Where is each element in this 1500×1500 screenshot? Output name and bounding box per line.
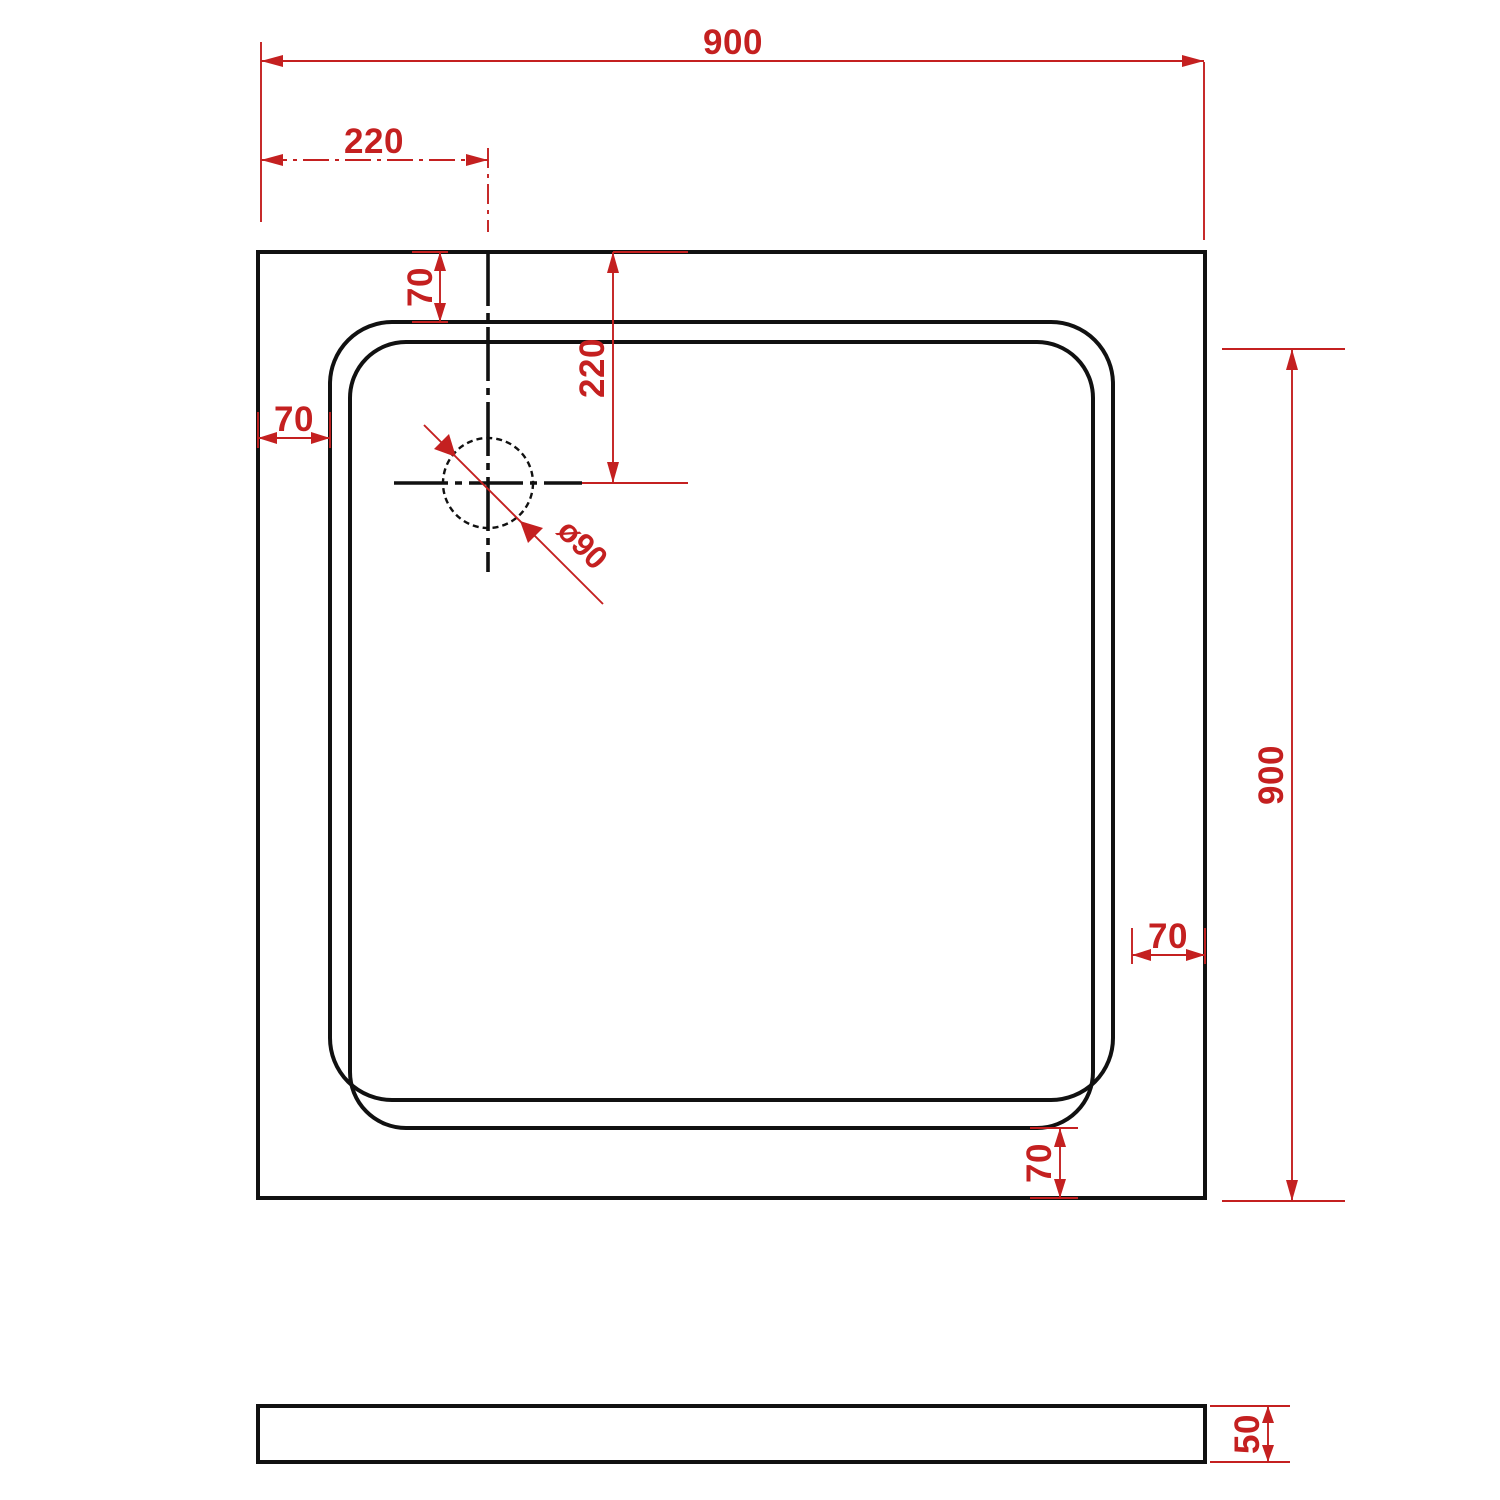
dim-label-right-overall-900: 900 (1252, 745, 1291, 805)
dim-label-top-220: 220 (344, 122, 404, 161)
tray-outer-outline (256, 250, 1207, 1200)
arrow-top-220-right (466, 154, 488, 166)
dim-label-bottom-inset-70: 70 (1020, 1143, 1059, 1183)
arrow-right-inset-outer (1186, 949, 1205, 961)
arrow-top-overall-right (1182, 55, 1204, 67)
drain-hole-circle (441, 436, 535, 530)
arrow-bottom-inset-upper (1054, 1128, 1066, 1147)
arrow-left-inset-outer (258, 432, 277, 444)
dim-label-right-inset-70: 70 (1148, 917, 1188, 956)
arrow-bottom-inset-lower (1054, 1179, 1066, 1198)
arrow-drain-diameter-lower (520, 521, 543, 543)
arrow-thickness-bottom (1262, 1445, 1274, 1462)
dim-label-top-overall: 900 (703, 23, 763, 62)
dim-label-drain-diameter: ø90 (551, 512, 615, 576)
tray-rim-outer-rounded-rect (328, 320, 1115, 1102)
arrow-right-overall-bottom (1286, 1180, 1298, 1201)
arrow-drain-diameter-upper (434, 434, 456, 457)
arrow-right-inset-inner (1132, 949, 1151, 961)
tray-rim-inner-rounded-rect (348, 340, 1095, 1130)
arrow-drain-y-top (607, 252, 619, 273)
dim-label-drain-y-220: 220 (573, 338, 612, 398)
arrow-thickness-top (1262, 1406, 1274, 1423)
arrow-right-overall-top (1286, 349, 1298, 370)
arrow-drain-y-bottom (607, 462, 619, 483)
arrow-top-inset-upper (434, 252, 446, 271)
arrow-top-inset-lower (434, 303, 446, 322)
dim-label-left-inset-70: 70 (274, 400, 314, 439)
arrow-left-inset-inner (311, 432, 330, 444)
dim-label-top-inset-70: 70 (401, 267, 440, 307)
section-slab-outline (256, 1404, 1207, 1464)
dim-label-thickness-50: 50 (1228, 1414, 1267, 1454)
arrow-top-overall-left (261, 55, 283, 67)
arrow-top-220-left (261, 154, 283, 166)
